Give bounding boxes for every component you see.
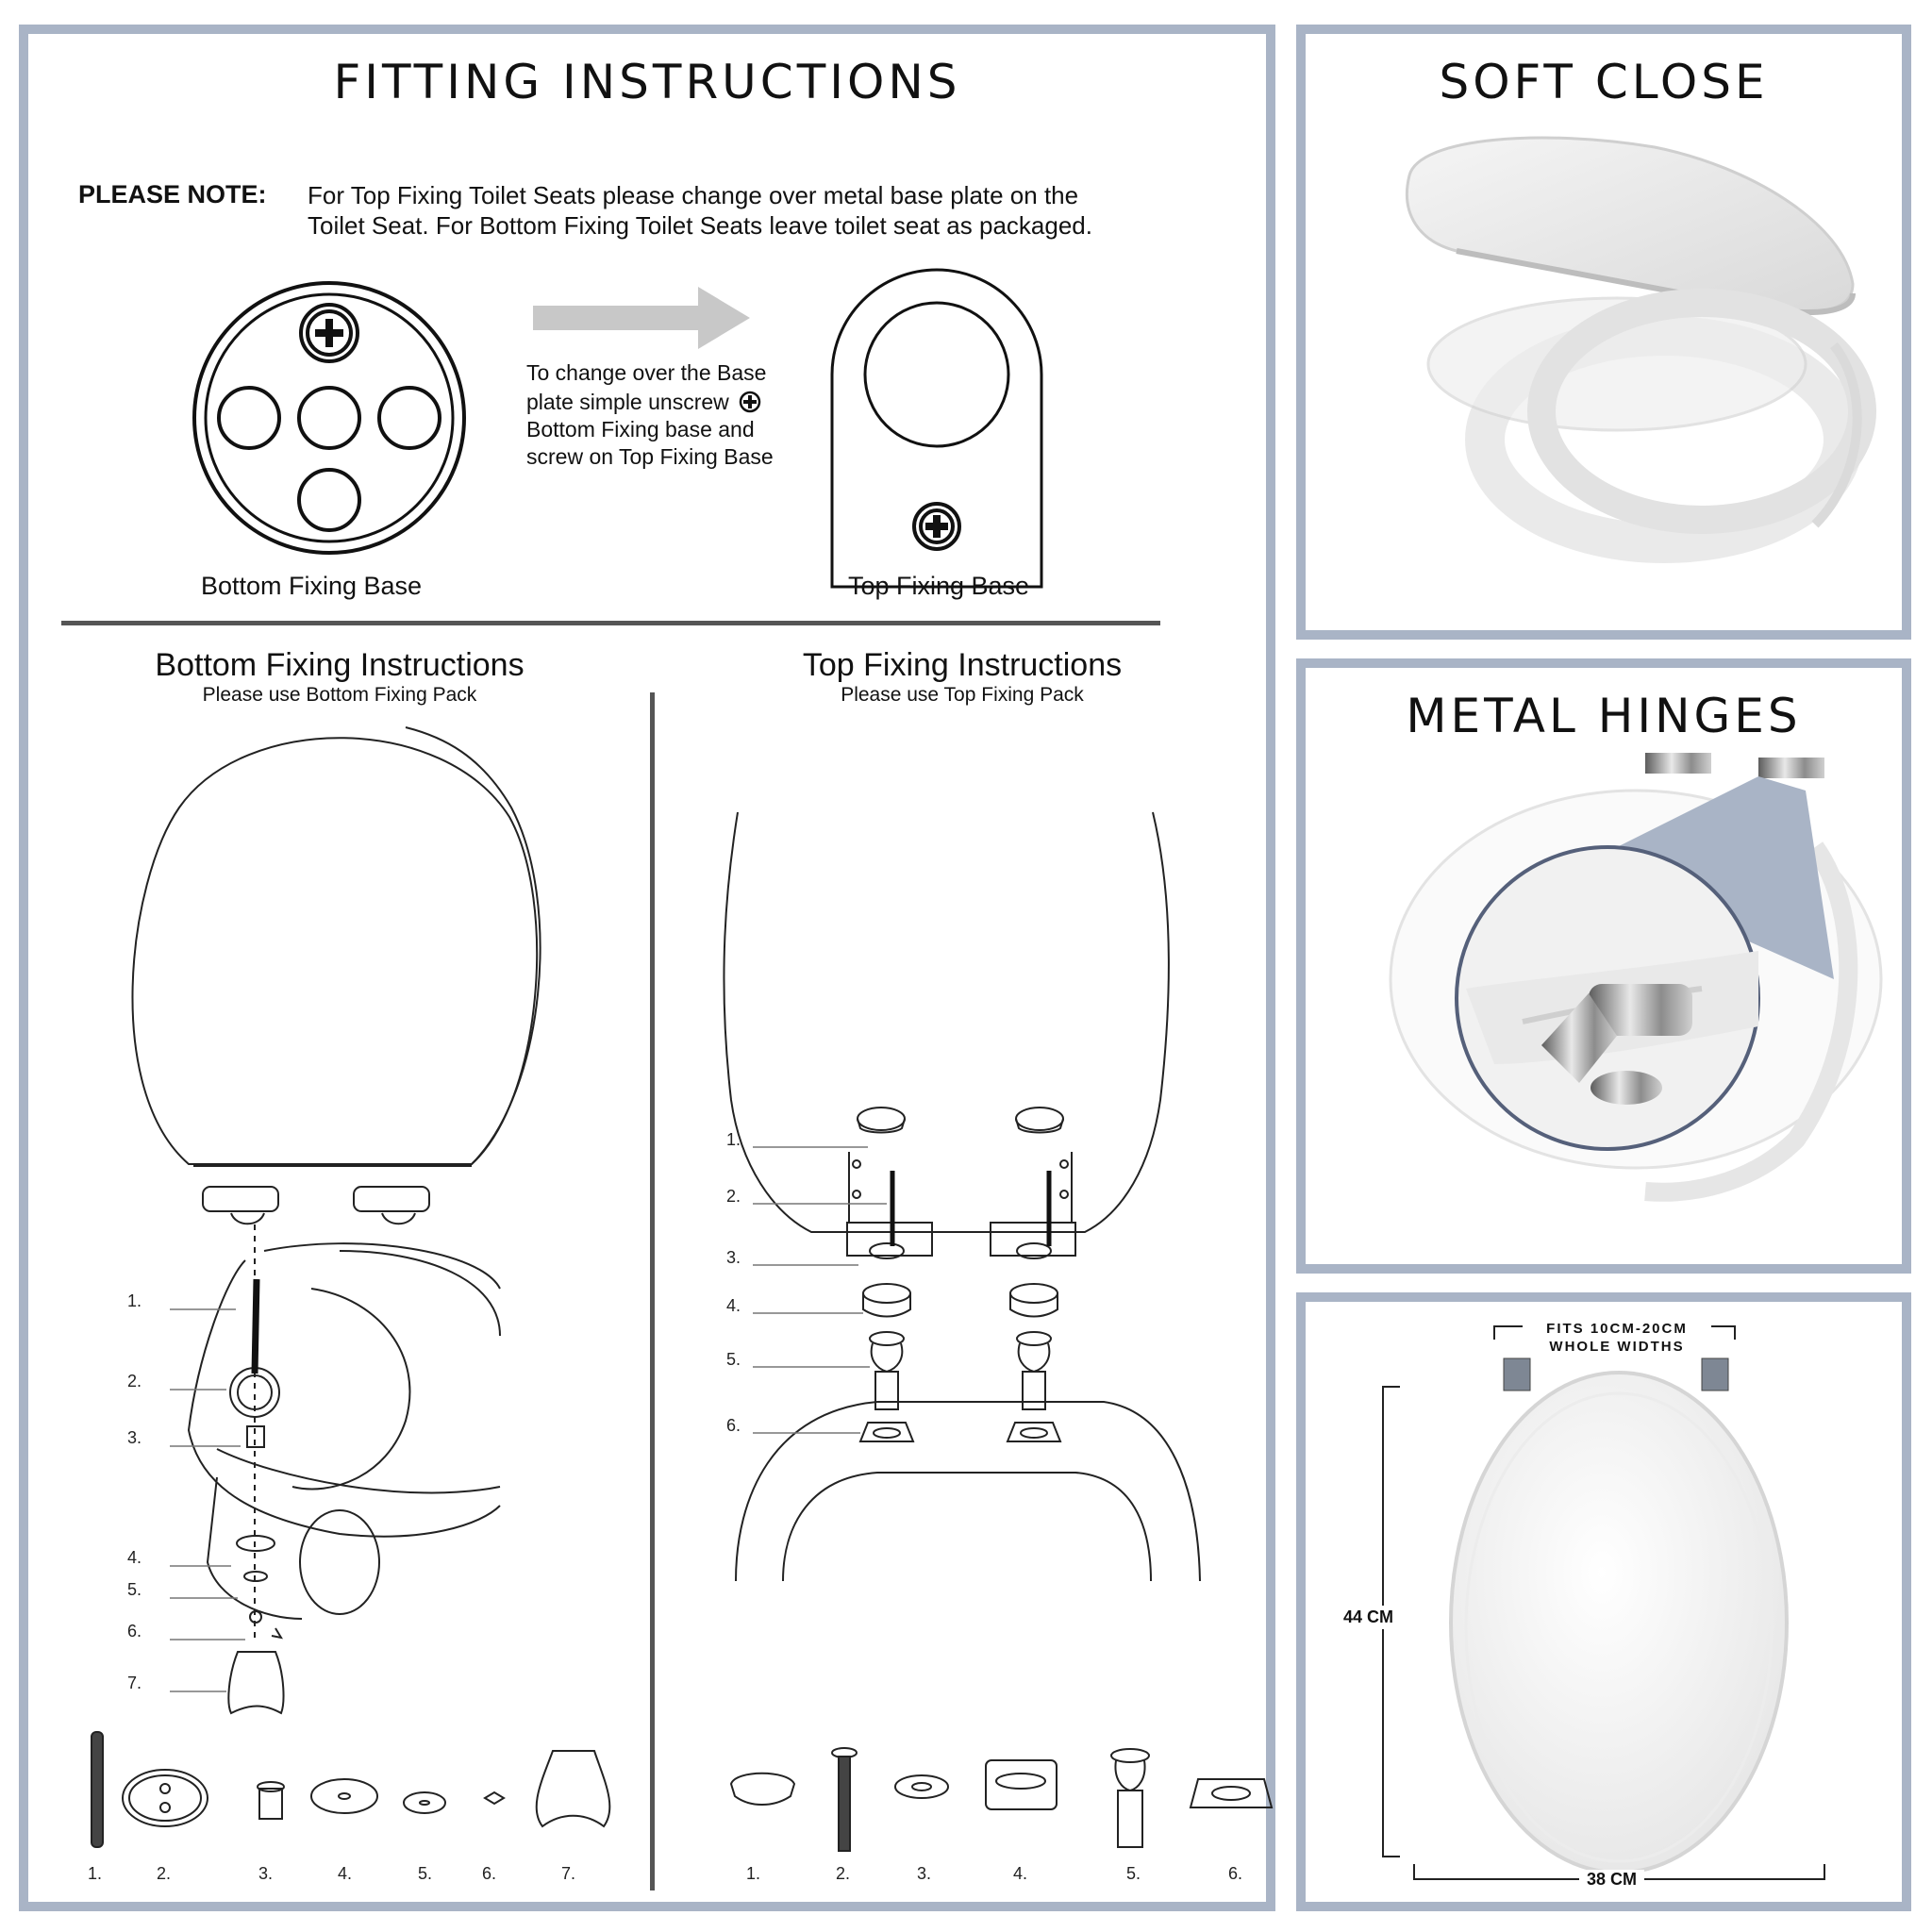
bottom-fixing-base-diagram <box>192 281 466 555</box>
bottom-section-subtitle: Please use Bottom Fixing Pack <box>202 684 477 706</box>
top-fixing-base-label: Top Fixing Base <box>847 572 1030 600</box>
top-step-1: 1. <box>726 1130 741 1149</box>
bottom-part-3: 3. <box>258 1864 274 1883</box>
bottom-step-4: 4. <box>127 1548 142 1567</box>
top-section-header: Top Fixing Instructions Please use Top F… <box>689 647 1236 707</box>
change-line-1: To change over the Base <box>526 360 767 385</box>
vertical-divider <box>650 692 655 1890</box>
bottom-fixing-base-label: Bottom Fixing Base <box>200 572 423 600</box>
note-line-2: Toilet Seat. For Bottom Fixing Toilet Se… <box>308 211 1092 240</box>
bottom-step-6: 6. <box>127 1622 142 1641</box>
bottom-part-5: 5. <box>418 1864 433 1883</box>
bottom-part-1: 1. <box>88 1864 103 1883</box>
bottom-part-6: 6. <box>482 1864 497 1883</box>
top-section-subtitle: Please use Top Fixing Pack <box>841 684 1084 706</box>
change-line-3: Bottom Fixing base and <box>526 417 755 441</box>
top-part-1: 1. <box>746 1864 761 1883</box>
change-line-4: screw on Top Fixing Base <box>526 444 774 469</box>
bottom-section-header: Bottom Fixing Instructions Please use Bo… <box>66 647 613 707</box>
bottom-section-title: Bottom Fixing Instructions <box>155 647 525 683</box>
soft-close-panel: SOFT CLOSE <box>1296 25 1911 640</box>
top-part-6: 6. <box>1228 1864 1243 1883</box>
top-step-6: 6. <box>726 1416 741 1435</box>
top-step-3: 3. <box>726 1248 741 1267</box>
fitting-title: FITTING INSTRUCTIONS <box>333 55 961 109</box>
soft-close-title: SOFT CLOSE <box>1439 55 1769 109</box>
bottom-step-5: 5. <box>127 1580 142 1599</box>
horizontal-divider <box>61 621 1160 625</box>
metal-hinges-title: METAL HINGES <box>1406 689 1802 743</box>
metal-hinges-panel: METAL HINGES <box>1296 658 1911 1274</box>
change-line-2: plate simple unscrew <box>526 390 729 414</box>
top-section-title: Top Fixing Instructions <box>802 647 1123 683</box>
change-line-2-row: plate simple unscrew <box>526 387 774 416</box>
bottom-fixing-exploded-drawing <box>91 726 611 1848</box>
top-part-5: 5. <box>1126 1864 1141 1883</box>
height-label: 44 CM <box>1343 1606 1394 1629</box>
width-label: 38 CM <box>1579 1870 1645 1890</box>
seat-dimensions-drawing <box>1382 1325 1825 1880</box>
bottom-step-1: 1. <box>127 1291 142 1310</box>
top-step-4: 4. <box>726 1296 741 1315</box>
fits-line-2: WHOLE WIDTHS <box>1549 1339 1685 1355</box>
screw-plus-icon <box>739 391 761 413</box>
bottom-part-7: 7. <box>561 1864 576 1883</box>
bottom-step-7: 7. <box>127 1674 142 1692</box>
fits-line-1: FITS 10CM-20CM <box>1546 1321 1688 1337</box>
top-fixing-exploded-drawing <box>723 811 1274 1852</box>
bottom-part-4: 4. <box>338 1864 353 1883</box>
note-label: PLEASE NOTE: <box>78 180 267 208</box>
note-text: For Top Fixing Toilet Seats please chang… <box>308 180 1092 241</box>
top-part-4: 4. <box>1013 1864 1028 1883</box>
top-part-3: 3. <box>917 1864 932 1883</box>
bottom-part-2: 2. <box>157 1864 172 1883</box>
fits-widths-label: FITS 10CM-20CM WHOLE WIDTHS <box>1523 1320 1711 1356</box>
arrow-icon <box>533 287 750 349</box>
top-step-2: 2. <box>726 1187 741 1206</box>
bottom-step-3: 3. <box>127 1428 142 1447</box>
top-part-2: 2. <box>836 1864 851 1883</box>
note-line-1: For Top Fixing Toilet Seats please chang… <box>308 181 1079 209</box>
top-fixing-base-diagram <box>830 268 1043 589</box>
soft-close-seat-image <box>1405 136 1876 563</box>
change-instructions: To change over the Base plate simple uns… <box>526 359 774 471</box>
fitting-instructions-panel: FITTING INSTRUCTIONS PLEASE NOTE: For To… <box>19 25 1275 1911</box>
top-step-5: 5. <box>726 1350 741 1369</box>
bottom-step-2: 2. <box>127 1372 142 1391</box>
dimensions-panel: FITS 10CM-20CM WHOLE WIDTHS 44 CM 38 CM <box>1296 1292 1911 1911</box>
metal-hinge-closeup-image <box>1389 753 1883 1202</box>
